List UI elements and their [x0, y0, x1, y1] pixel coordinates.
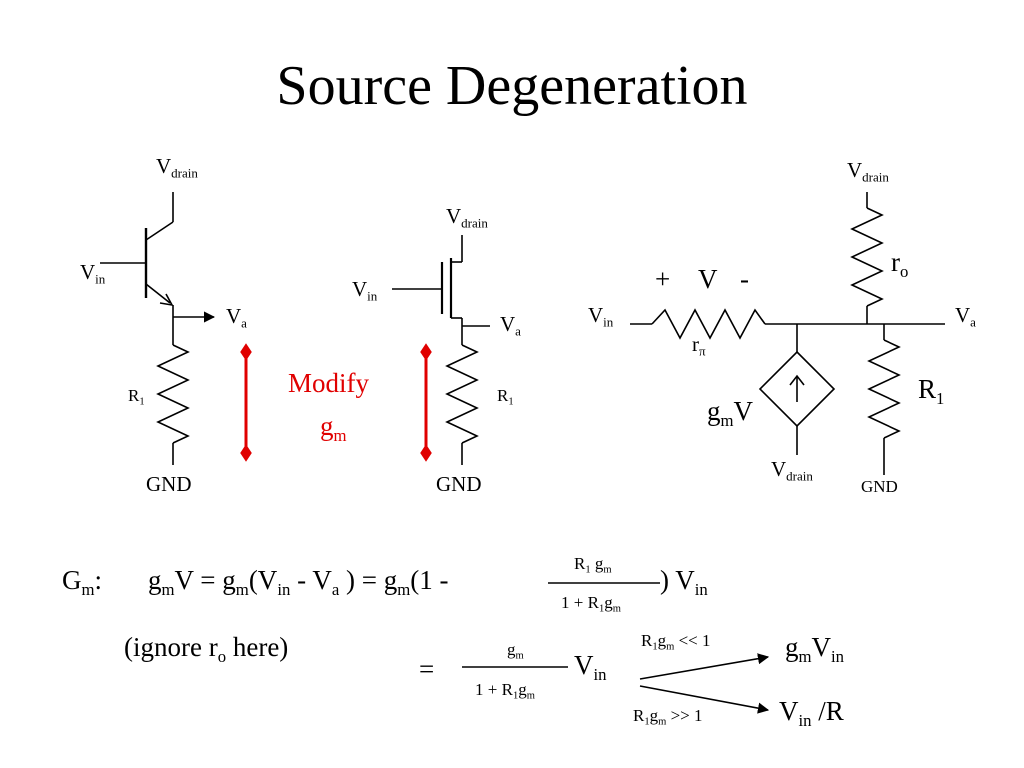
equation-line-1: gmV = gm(Vin - Va ) = gm(1 -	[148, 565, 449, 599]
fraction-2-denominator: 1 + R1gm	[475, 680, 535, 702]
bjt-emitter-arrow	[159, 293, 174, 307]
ss-minus-sign: -	[740, 264, 749, 294]
middle-va-label: Va	[500, 312, 521, 339]
ss-rpi-label: rπ	[692, 332, 706, 359]
ignore-ro-note: (ignore ro here)	[124, 632, 289, 666]
ss-ro-label: ro	[891, 247, 909, 281]
result-vin-over-r: Vin /R	[779, 696, 844, 730]
middle-mosfet-circuit	[392, 235, 490, 465]
left-r1-label: R1	[128, 386, 145, 408]
red-arrowhead-bottom-right	[420, 444, 432, 462]
modify-label: Modify	[288, 368, 369, 398]
middle-r1-label: R1	[497, 386, 514, 408]
fraction-1-denominator: 1 + R1gm	[561, 593, 621, 615]
fraction-1-numerator: R1 gm	[574, 554, 612, 576]
modify-gm-label: gm	[320, 411, 347, 445]
bjt-emitter	[145, 283, 171, 304]
ss-vdrain-bottom-label: Vdrain	[771, 457, 813, 484]
result-arrows	[462, 582, 770, 714]
middle-vdrain-label: Vdrain	[446, 204, 488, 231]
middle-gnd-label: GND	[436, 472, 482, 496]
ss-plus-sign: +	[655, 264, 671, 294]
ss-vin-label: Vin	[588, 303, 614, 330]
left-vdrain-label: Vdrain	[156, 154, 198, 181]
middle-vin-label: Vin	[352, 277, 378, 304]
ss-v-label: V	[698, 264, 718, 294]
r1-resistor-left	[156, 344, 190, 444]
equation-line-1-tail: ) Vin	[660, 565, 708, 599]
rpi-resistor	[651, 308, 766, 340]
small-signal-circuit	[630, 192, 945, 475]
left-va-label: Va	[226, 304, 247, 331]
left-vin-label: Vin	[80, 260, 106, 287]
ro-resistor	[850, 207, 884, 307]
red-arrowhead-top-right	[420, 343, 432, 361]
current-source-arrowhead	[789, 374, 805, 386]
ss-gnd-label: GND	[861, 477, 898, 496]
result-gm-vin: gmVin	[785, 632, 845, 666]
bjt-collector	[145, 221, 174, 241]
arrow-to-high-gain	[639, 653, 770, 680]
left-bjt-circuit	[100, 192, 216, 465]
red-arrowhead-bottom-left	[240, 444, 252, 462]
r1-resistor-small-signal	[867, 339, 901, 439]
condition-low-product: R1gm << 1	[641, 631, 711, 653]
equals-sign: =	[419, 654, 435, 684]
modify-arrows	[240, 343, 432, 462]
fraction-2-tail: Vin	[574, 650, 607, 684]
condition-high-product: R1gm >> 1	[633, 706, 703, 728]
left-gnd-label: GND	[146, 472, 192, 496]
ss-va-label: Va	[955, 303, 976, 330]
slide-title: Source Degeneration	[276, 55, 748, 117]
gm-label: Gm:	[62, 565, 103, 599]
ss-r1-label: R1	[918, 374, 945, 408]
ss-gmv-label: gmV	[707, 396, 754, 430]
arrow-to-low-gain	[639, 685, 770, 714]
fraction-2-numerator: gm	[507, 640, 524, 662]
red-arrowhead-top-left	[240, 343, 252, 361]
ss-vdrain-top-label: Vdrain	[847, 158, 889, 185]
r1-resistor-middle	[445, 344, 479, 444]
